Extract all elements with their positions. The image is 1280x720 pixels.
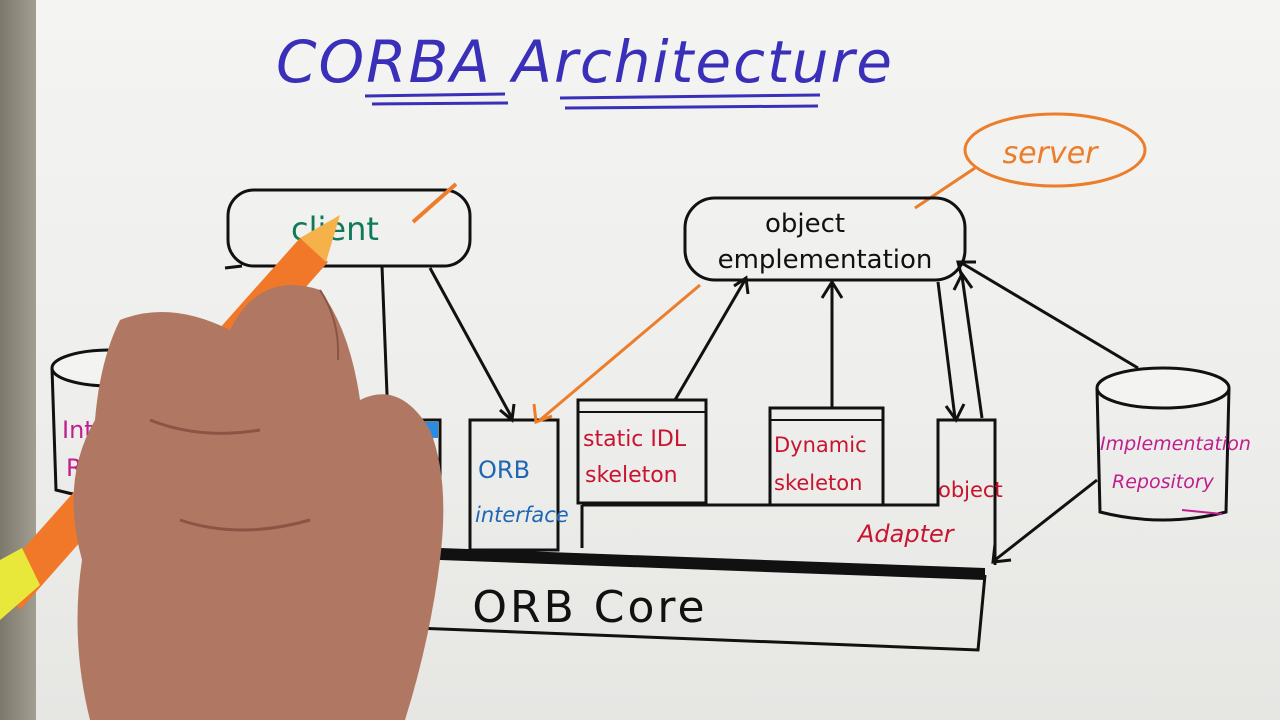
object-adapter-box: object Adapter bbox=[580, 418, 1003, 565]
orb-interface-label-2: interface bbox=[475, 503, 569, 527]
orb-core: ORB Core bbox=[414, 548, 987, 652]
object-implementation-box: object emplementation bbox=[683, 196, 967, 282]
diagram-title: CORBA Architecture bbox=[276, 28, 894, 96]
presenter-hand bbox=[0, 215, 444, 720]
implementation-repository-label-2: Repository bbox=[1112, 471, 1215, 493]
object-impl-label-2: emplementation bbox=[718, 245, 933, 275]
implementation-repository-label-1: Implementation bbox=[1100, 433, 1251, 455]
orb-interface-label-1: ORB bbox=[478, 456, 530, 484]
client-box: client bbox=[226, 182, 472, 268]
object-adapter-label-2: Adapter bbox=[856, 520, 956, 548]
object-adapter-label-1: object bbox=[938, 478, 1003, 502]
server-label: server bbox=[1003, 136, 1100, 171]
dynamic-skeleton-label-1: Dynamic bbox=[774, 433, 867, 457]
static-idl-skeleton-box: static IDL skeleton bbox=[576, 398, 708, 505]
implementation-repository-cylinder: Implementation Repository bbox=[1095, 366, 1251, 522]
dynamic-skeleton-label-2: skeleton bbox=[774, 471, 862, 495]
title-underline bbox=[364, 92, 821, 110]
server-callout: server bbox=[914, 112, 1147, 210]
orb-interface-box: ORB interface bbox=[468, 418, 569, 552]
connection-arrows bbox=[224, 260, 1139, 564]
dynamic-skeleton-box: Dynamic skeleton bbox=[768, 406, 885, 507]
object-impl-label-1: object bbox=[765, 209, 845, 239]
static-idl-label-2: skeleton bbox=[585, 463, 678, 488]
orange-arrow bbox=[532, 283, 701, 425]
static-idl-label-1: static IDL bbox=[583, 427, 687, 452]
orb-core-label: ORB Core bbox=[472, 582, 707, 633]
